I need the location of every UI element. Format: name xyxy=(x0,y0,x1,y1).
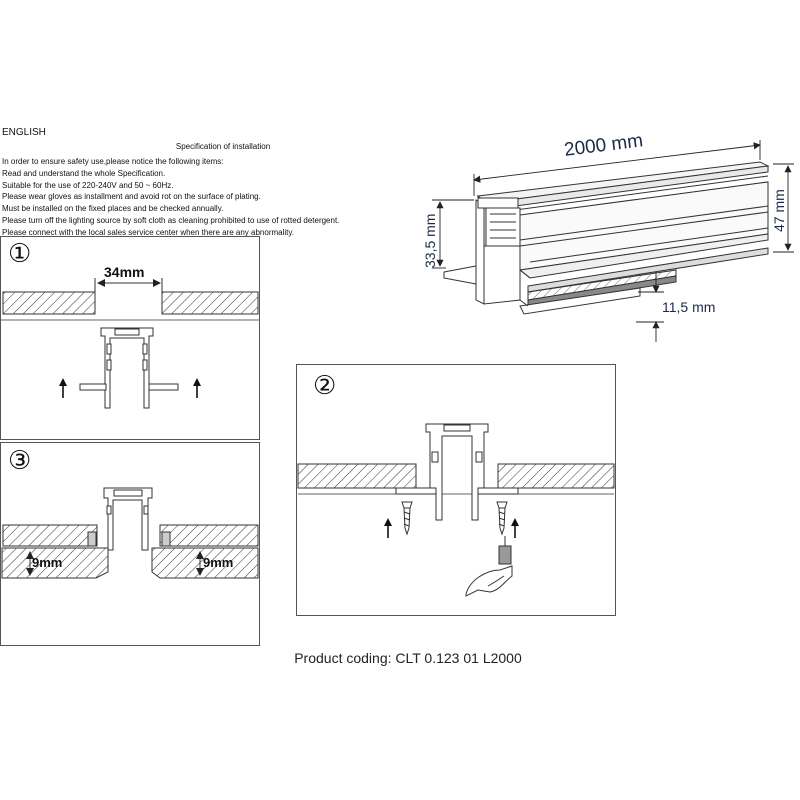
depth-right-label: 9mm xyxy=(203,555,234,570)
instruction-line: Please wear gloves as installment and av… xyxy=(2,192,261,202)
profile-dimensions xyxy=(432,140,794,342)
cut-width-label: 34mm xyxy=(104,264,145,280)
profile-perspective xyxy=(443,161,770,315)
total-height-label: 47 mm xyxy=(771,189,787,232)
instruction-line: Please turn off the lighting source by s… xyxy=(2,215,340,225)
step-2-panel xyxy=(296,364,616,616)
instruction-line: Suitable for the use of 220-240V and 50 … xyxy=(2,180,174,190)
step-3-panel xyxy=(0,442,260,646)
step-1-number: ① xyxy=(8,239,32,269)
depth-left-label: 9mm xyxy=(32,555,63,570)
instructions-list: In order to ensure safety use,please not… xyxy=(2,156,339,239)
spec-title: Specification of installation xyxy=(175,142,271,151)
step-2-number: ② xyxy=(313,371,337,401)
instruction-line: Read and understand the whole Specificat… xyxy=(2,168,166,178)
panel-3-drawing xyxy=(1,487,259,579)
language-label: ENGLISH xyxy=(2,127,46,138)
instruction-line: Must be installed on the fixed places an… xyxy=(2,204,224,214)
step-1-panel xyxy=(0,236,260,440)
step-3-number: ③ xyxy=(8,446,32,476)
panel-1-drawing xyxy=(1,278,259,409)
product-coding: Product coding: CLT 0.123 01 L2000 xyxy=(294,650,522,666)
panel-2-drawing xyxy=(297,423,615,597)
instruction-line: In order to ensure safety use,please not… xyxy=(2,157,224,166)
body-height-label: 33,5 mm xyxy=(422,213,438,268)
instruction-line: Please connect with the local sales serv… xyxy=(2,227,295,237)
flange-label: 11,5 mm xyxy=(662,299,716,315)
